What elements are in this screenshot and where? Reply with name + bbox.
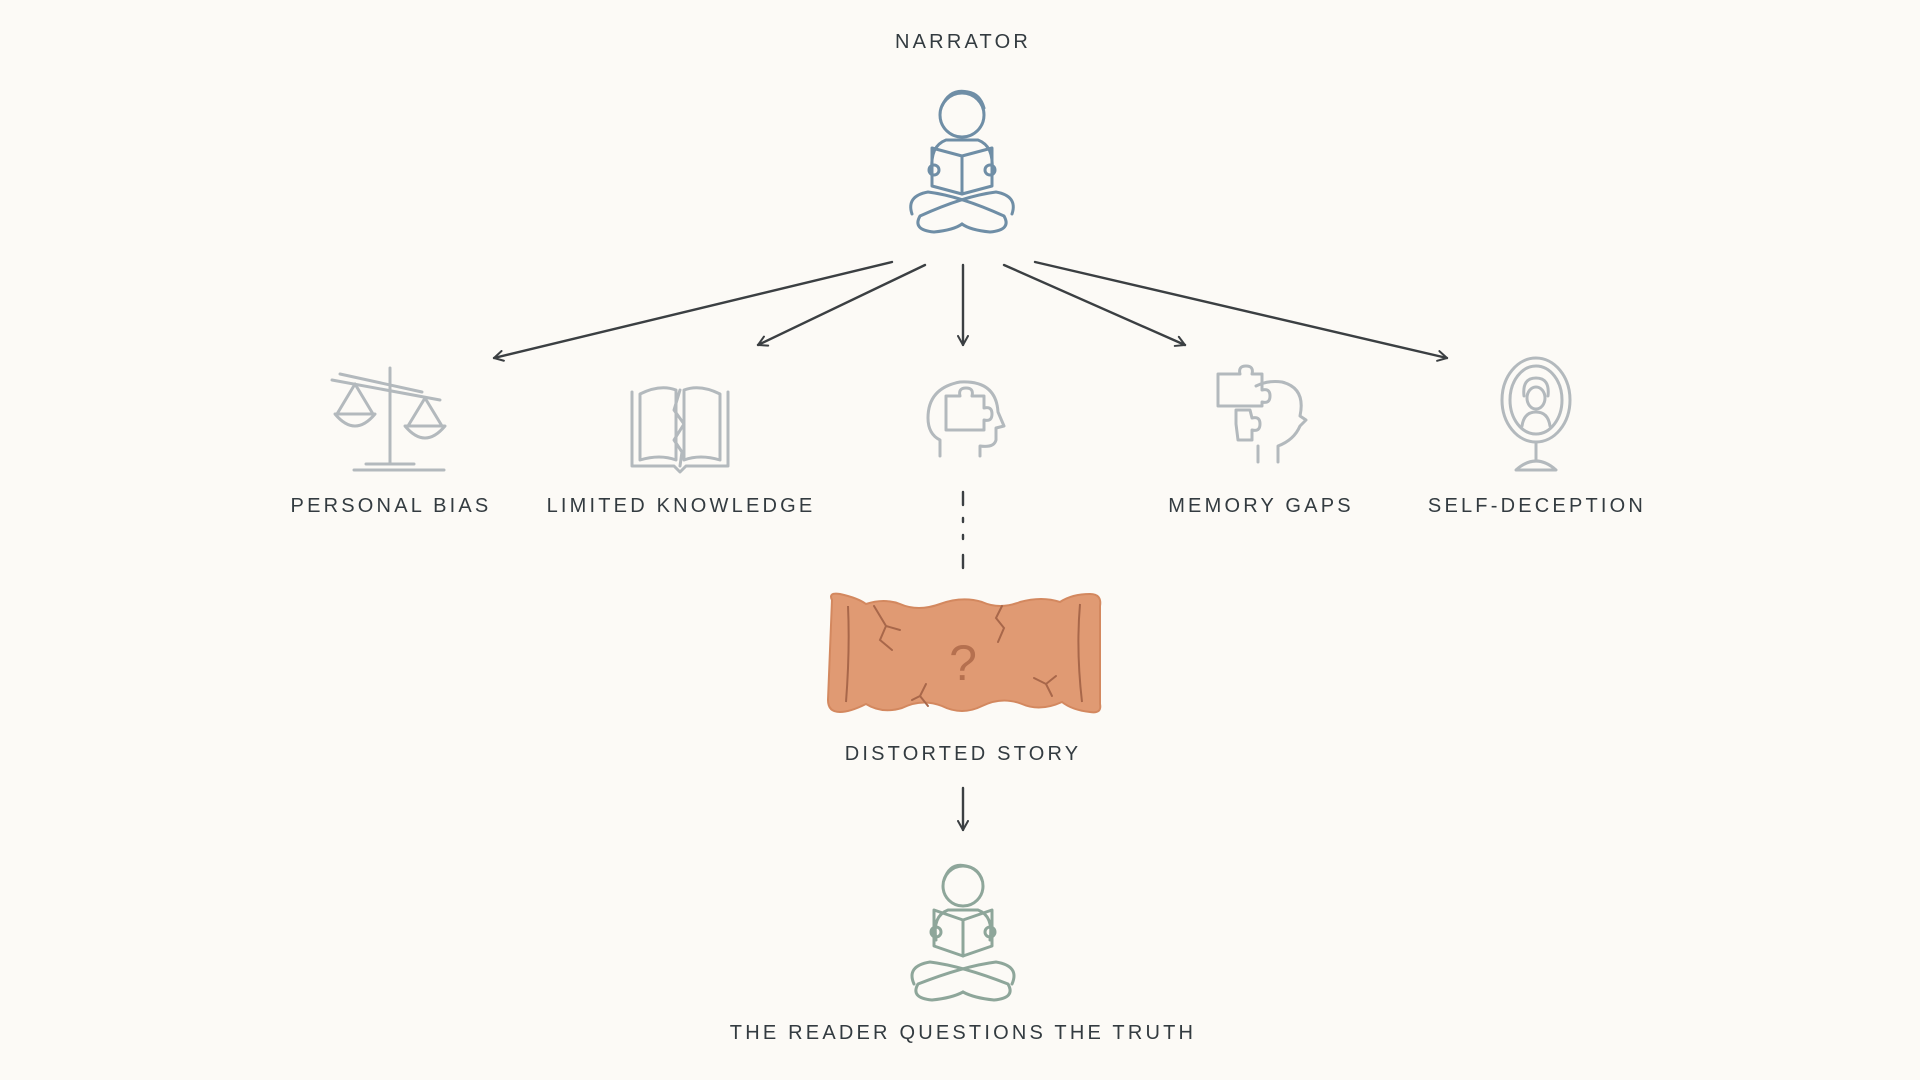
scroll-question-mark: ? [949, 635, 977, 691]
mirror-icon [1500, 356, 1572, 472]
narrator-reading-person-icon [909, 89, 1015, 234]
torn-scroll-icon: ? [826, 592, 1102, 714]
arrow-to-personal-bias [492, 260, 894, 362]
torn-book-icon [630, 386, 730, 474]
puzzle-head-icon [926, 380, 1006, 458]
reader-label: THE READER QUESTIONS THE TRUTH [730, 1022, 1196, 1044]
self-deception-label: SELF-DECEPTION [1428, 495, 1646, 517]
distorted-story-label: DISTORTED STORY [845, 743, 1082, 765]
personal-bias-label: PERSONAL BIAS [291, 495, 492, 517]
arrow-to-limited-knowledge [756, 263, 927, 347]
scales-icon [330, 366, 447, 472]
memory-gaps-label: MEMORY GAPS [1168, 495, 1354, 517]
reader-reading-person-icon [910, 863, 1016, 1002]
arrow-to-memory-gaps [1002, 263, 1187, 347]
narrator-label: NARRATOR [895, 31, 1031, 53]
arrow-to-self-deception [1033, 260, 1449, 362]
puzzle-head-gap-icon [1216, 364, 1308, 464]
limited-knowledge-label: LIMITED KNOWLEDGE [547, 495, 816, 517]
